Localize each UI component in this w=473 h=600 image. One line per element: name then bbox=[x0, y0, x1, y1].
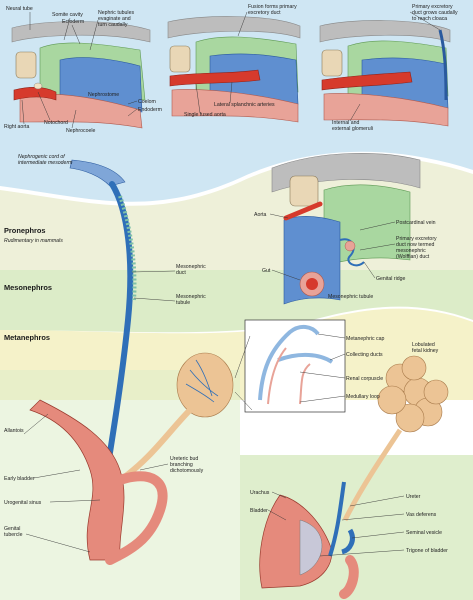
label-lobulated-1: Lobulated bbox=[412, 342, 435, 348]
label-nephrocoele: Nephrocoele bbox=[66, 128, 96, 134]
label-aorta: Aorta bbox=[254, 212, 267, 218]
label-primary-wolffian-3: mesonephric bbox=[396, 248, 426, 254]
label-lobulated-2: fetal kidney bbox=[412, 348, 439, 354]
label-trigone: Trigone of bladder bbox=[406, 548, 448, 554]
label-mesonephric-tubule-x: Mesonephric tubule bbox=[328, 294, 373, 300]
mesonephros-cross-section bbox=[271, 153, 421, 305]
label-endoderm: Endoderm bbox=[138, 107, 162, 113]
label-primary-wolffian-4: (Wolffian) duct bbox=[396, 254, 430, 260]
label-nephrostome: Nephrostome bbox=[88, 92, 119, 98]
label-coelom: Coelom bbox=[138, 99, 156, 105]
label-collecting-ducts: Collecting ducts bbox=[346, 352, 383, 358]
label-ureter: Ureter bbox=[406, 494, 421, 500]
label-single-fused-aorta: Single fused aorta bbox=[184, 112, 226, 118]
label-early-bladder: Early bladder bbox=[4, 476, 35, 482]
label-metanephric-cap: Metanephric cap bbox=[346, 336, 384, 342]
leader-lines bbox=[21, 11, 441, 557]
label-bladder: Bladder bbox=[250, 508, 268, 514]
label-mesonephric-tubule-1: Mesonephric bbox=[176, 294, 206, 300]
label-ureteric-bud-2: branching bbox=[170, 462, 193, 468]
label-somite-cavity: Somite cavity bbox=[52, 12, 83, 18]
label-gut: Gut bbox=[262, 268, 271, 274]
label-mesonephric-tubule-2: tubule bbox=[176, 300, 190, 306]
label-glomeruli-1: Internal and bbox=[332, 120, 360, 126]
vertebra-shape bbox=[15, 51, 37, 79]
aorta-vessel bbox=[283, 201, 323, 221]
section-title-metanephros: Metanephros bbox=[4, 333, 50, 342]
lobulated-fetal-kidney bbox=[377, 355, 449, 433]
label-nephric-tubules-1: Nephric tubules bbox=[98, 10, 134, 16]
label-primary-wolffian-2: duct now termed bbox=[396, 242, 434, 248]
early-kidney bbox=[176, 352, 234, 418]
label-primary-grows-3: to reach cloaca bbox=[412, 16, 447, 22]
label-mesonephric-duct-1: Mesonephric bbox=[176, 264, 206, 270]
label-nephrogenic-1: Nephrogenic cord of bbox=[18, 154, 65, 160]
label-primary-grows-1: Primary excretory bbox=[412, 4, 453, 10]
label-genital-ridge: Genital ridge bbox=[376, 276, 406, 282]
section-title-pronephros: Pronephros bbox=[4, 226, 45, 235]
label-neural-tube: Neural tube bbox=[6, 6, 33, 12]
seminal-vesicle-shape bbox=[341, 528, 355, 555]
label-mesonephric-duct-2: duct bbox=[176, 270, 186, 276]
label-lateral-splanchnic: Lateral splanchnic arteries bbox=[214, 102, 275, 108]
urogenital-sinus bbox=[105, 471, 168, 565]
mesonephric-duct bbox=[101, 181, 134, 493]
label-postcardinal-vein: Postcardinal vein bbox=[396, 220, 436, 226]
trigone-shape bbox=[299, 519, 323, 576]
label-ectoderm: Ectoderm bbox=[62, 19, 84, 25]
label-allantois: Allantois bbox=[4, 428, 24, 434]
label-nephrogenic-2: intermediate mesoderm bbox=[18, 160, 73, 166]
section-2-embryo bbox=[167, 16, 301, 123]
label-nephric-tubules-2: evaginate and bbox=[98, 16, 131, 22]
label-right-aorta: Right aorta bbox=[4, 124, 29, 130]
label-fusion-2: excretory duct bbox=[248, 10, 281, 16]
label-primary-wolffian-1: Primary excretory bbox=[396, 236, 437, 242]
label-renal-corpuscle: Renal corpuscle bbox=[346, 376, 383, 382]
label-medullary-loop: Medullary loop bbox=[346, 394, 380, 400]
ureter-tube bbox=[342, 428, 403, 522]
label-vas-deferens: Vas deferens bbox=[406, 512, 437, 518]
label-notochord: Notochord bbox=[44, 120, 68, 126]
section-note-pronephros: Rudimentary in mammals bbox=[4, 238, 63, 244]
label-seminal-vesicle: Seminal vesicle bbox=[406, 530, 442, 536]
vas-deferens-tube bbox=[328, 481, 346, 557]
label-glomeruli-2: external glomeruli bbox=[332, 126, 373, 132]
mesonephros-band bbox=[0, 270, 473, 333]
label-genital-tubercle-1: Genital bbox=[4, 526, 20, 532]
label-urogenital-sinus: Urogenital sinus bbox=[4, 500, 42, 506]
duct-to-cloaca bbox=[438, 29, 448, 101]
label-nephric-tubules-3: turn caudally bbox=[98, 22, 128, 28]
fused-aorta-vessel bbox=[169, 69, 261, 87]
section-3-embryo bbox=[319, 20, 451, 127]
label-genital-tubercle-2: tubercle bbox=[4, 532, 23, 538]
label-primary-grows-2: duct grows caudally bbox=[412, 10, 458, 16]
label-fusion-1: Fusion forms primary bbox=[248, 4, 297, 10]
section-title-mesonephros: Mesonephros bbox=[4, 283, 52, 292]
section-1-embryo bbox=[11, 21, 151, 129]
label-ureteric-bud-1: Ureteric bud bbox=[170, 456, 198, 462]
right-aorta-vessel bbox=[13, 86, 57, 101]
label-ureteric-bud-3: dichotomously bbox=[170, 468, 204, 474]
label-urachus: Urachus bbox=[250, 490, 270, 496]
